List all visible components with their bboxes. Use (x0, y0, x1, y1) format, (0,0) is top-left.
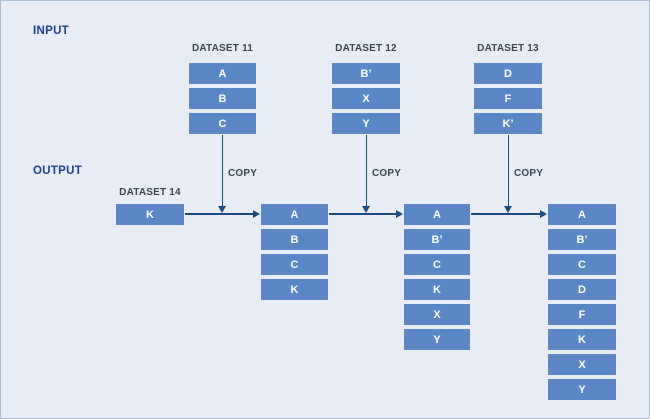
flow-arrow-line-2 (329, 213, 396, 215)
dataset-11-title: DATASET 11 (191, 43, 254, 54)
copy-arrow-line-ds11 (221, 135, 223, 206)
output-stage-3-stack: A B’ C D F K X Y (547, 203, 617, 403)
data-item: D (547, 278, 617, 301)
dataset-12-stack: B’ X Y (331, 62, 401, 137)
arrow-down-icon (362, 206, 370, 213)
dataset-13-stack: D F K’ (473, 62, 543, 137)
arrow-right-icon (253, 210, 260, 218)
data-item: C (547, 253, 617, 276)
dataset-11-stack: A B C (188, 62, 257, 137)
arrow-right-icon (396, 210, 403, 218)
copy-arrow-line-ds13 (507, 135, 509, 206)
output-section-label: OUTPUT (33, 165, 83, 177)
arrow-right-icon (540, 210, 547, 218)
dataset-14-title: DATASET 14 (119, 187, 181, 198)
data-item: K (115, 203, 185, 226)
data-item: A (547, 203, 617, 226)
copy-label-2: COPY (372, 168, 402, 179)
flow-arrow-line-1 (185, 213, 253, 215)
data-item: B (260, 228, 329, 251)
data-item: X (403, 303, 471, 326)
data-item: B’ (403, 228, 471, 251)
data-item: A (403, 203, 471, 226)
data-item: D (473, 62, 543, 85)
data-item: K’ (473, 112, 543, 135)
arrow-down-icon (504, 206, 512, 213)
data-item: C (260, 253, 329, 276)
data-item: B’ (547, 228, 617, 251)
output-stage-1-stack: A B C K (260, 203, 329, 303)
data-item: X (547, 353, 617, 376)
data-item: F (547, 303, 617, 326)
copy-label-3: COPY (514, 168, 544, 179)
data-item: K (547, 328, 617, 351)
dataset-14-stack: K (115, 203, 185, 228)
data-item: Y (403, 328, 471, 351)
dataset-13-title: DATASET 13 (477, 43, 539, 54)
data-item: B (188, 87, 257, 110)
data-item: F (473, 87, 543, 110)
data-item: Y (547, 378, 617, 401)
data-item: A (188, 62, 257, 85)
data-item: C (403, 253, 471, 276)
flow-arrow-line-3 (471, 213, 540, 215)
input-section-label: INPUT (33, 25, 69, 37)
data-item: K (403, 278, 471, 301)
data-item: C (188, 112, 257, 135)
output-stage-2-stack: A B’ C K X Y (403, 203, 471, 353)
data-item: A (260, 203, 329, 226)
data-item: X (331, 87, 401, 110)
copy-label-1: COPY (228, 168, 258, 179)
copy-arrow-line-ds12 (365, 135, 367, 206)
data-item: Y (331, 112, 401, 135)
data-item: B’ (331, 62, 401, 85)
dataset-12-title: DATASET 12 (335, 43, 397, 54)
data-item: K (260, 278, 329, 301)
arrow-down-icon (218, 206, 226, 213)
